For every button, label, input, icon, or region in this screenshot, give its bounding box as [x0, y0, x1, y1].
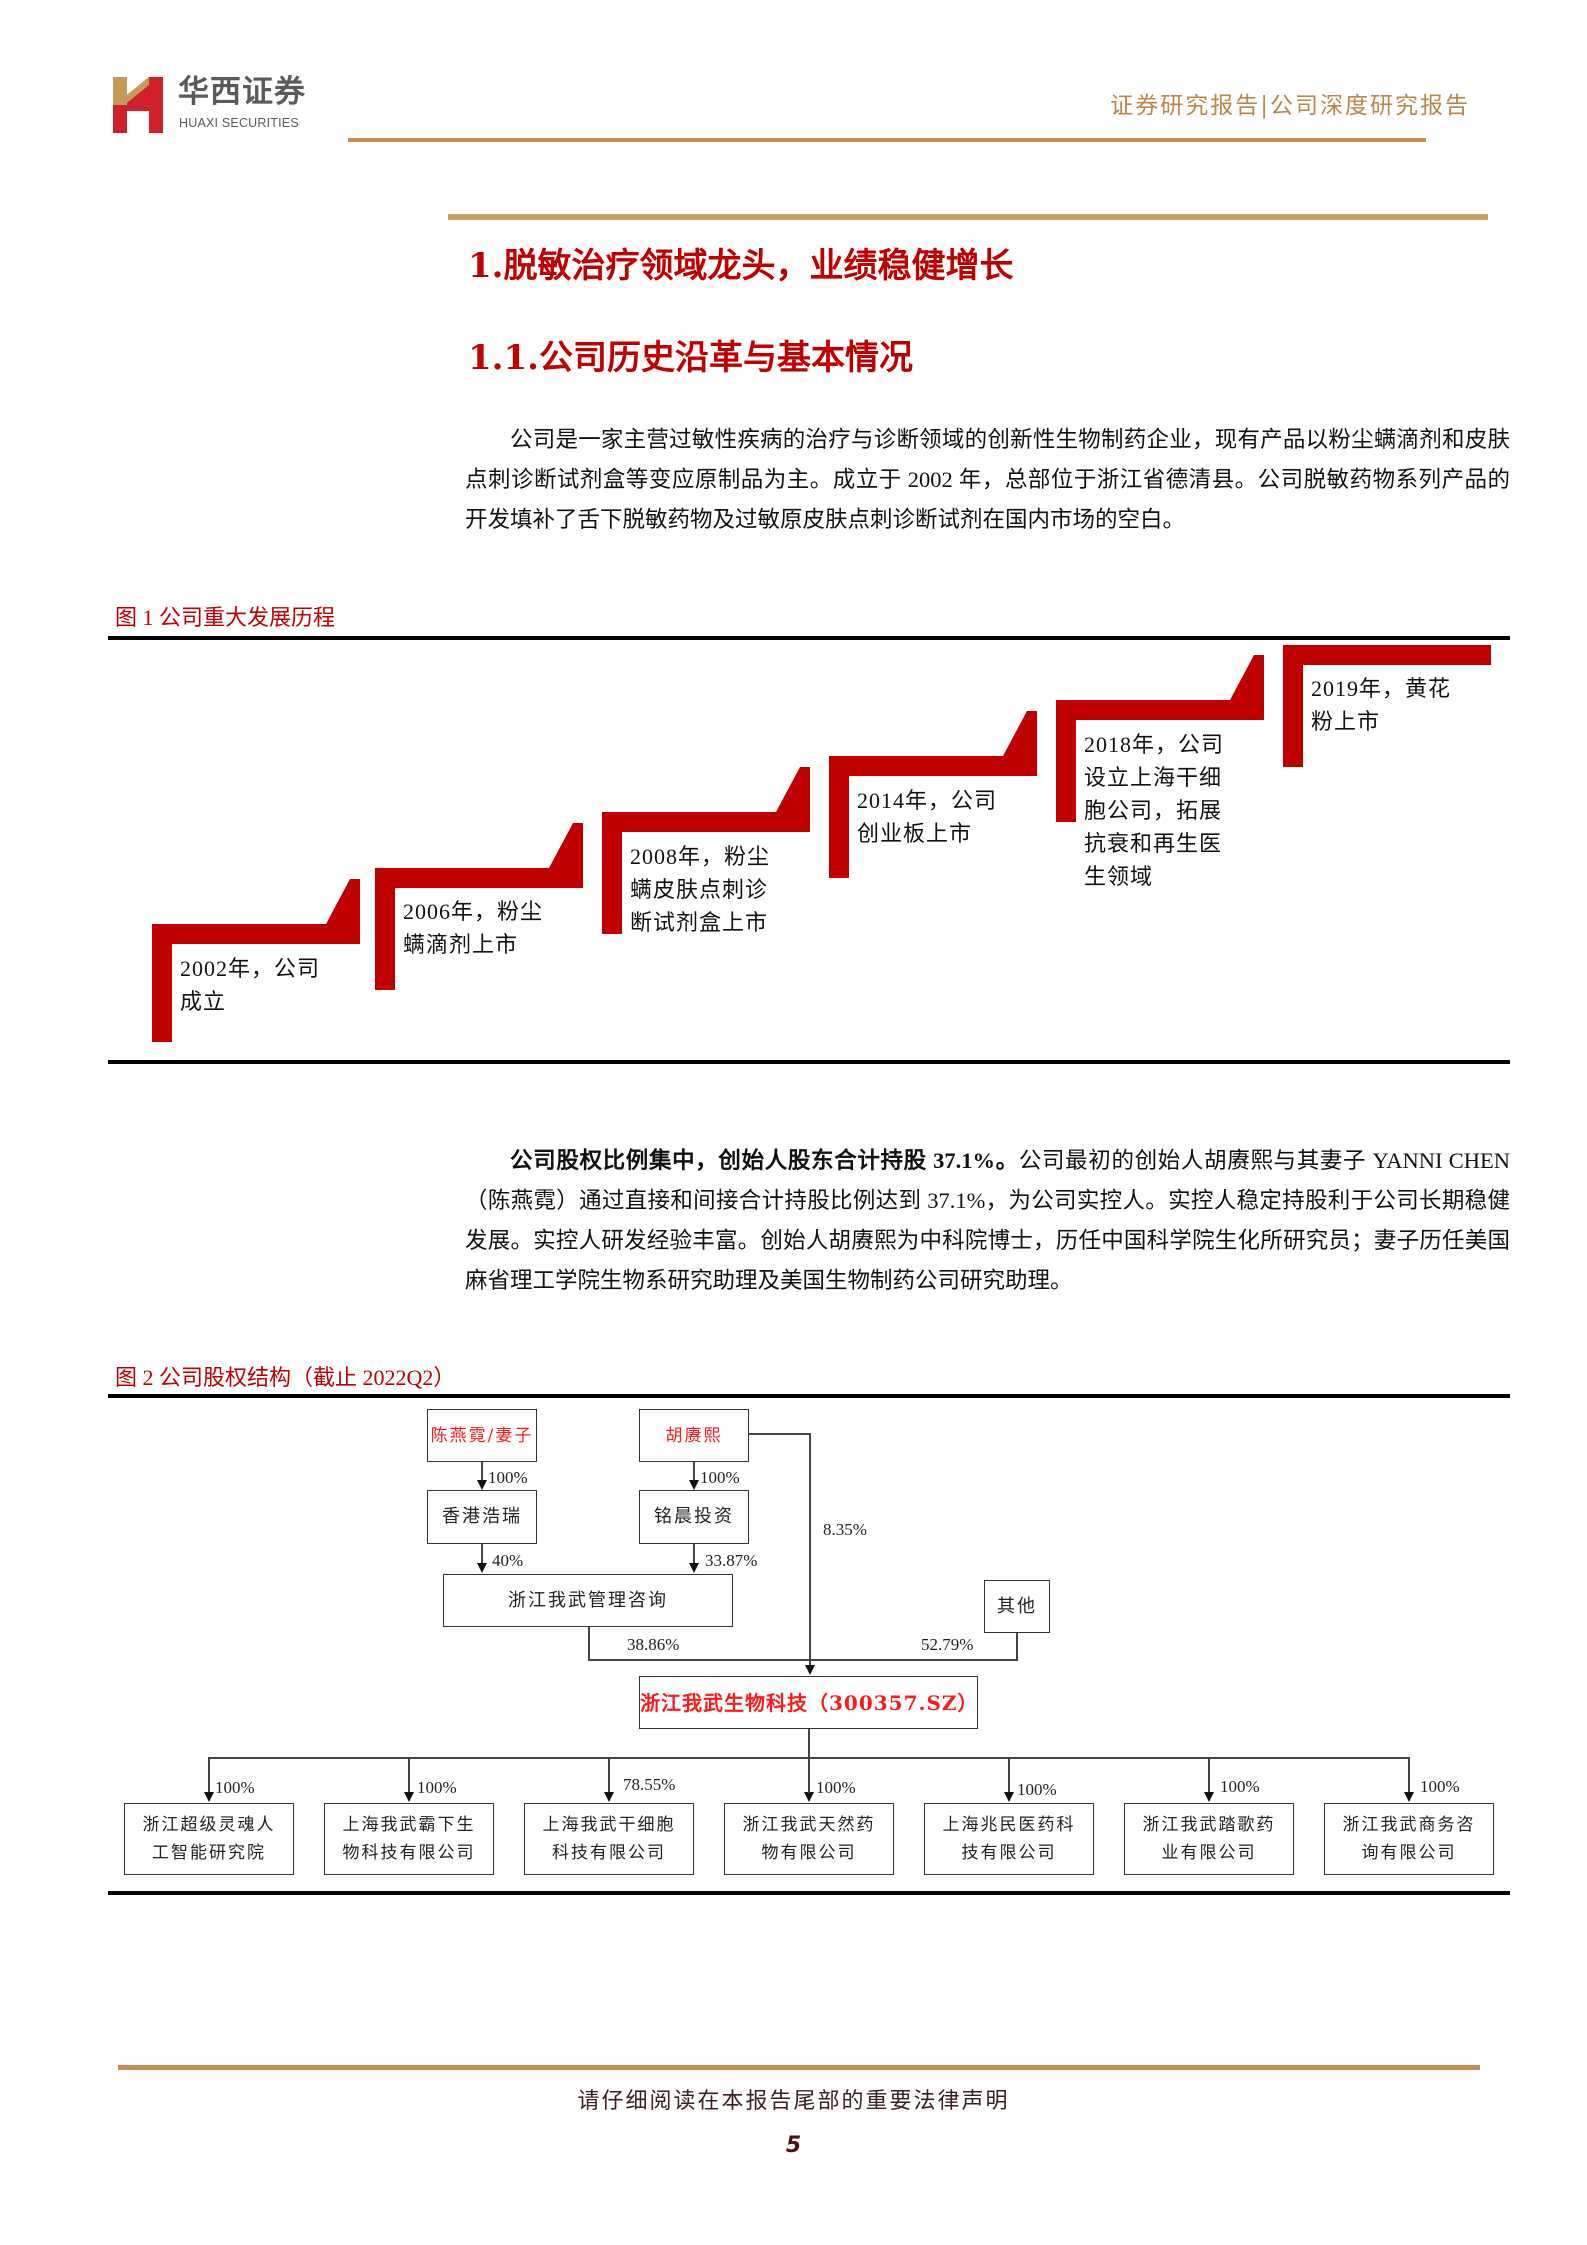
figure-2-top-rule [108, 1394, 1510, 1398]
figure-2-title: 图 2 公司股权结构（截止 2022Q2） [115, 1365, 456, 1390]
arrow-down-icon [604, 1792, 614, 1802]
subsidiary-6-name-line1: 浙江我武商务咨 [1342, 1815, 1476, 1835]
intro-paragraph-text: 公司是一家主营过敏性疾病的治疗与诊断领域的创新性生物制药企业，现有产品以粉尘螨滴… [465, 427, 1510, 532]
subsidiary-2-name-line1: 上海我武干细胞 [542, 1815, 676, 1835]
subsidiary-0-name-line2: 工智能研究院 [152, 1843, 266, 1863]
node-mingchen-investment: 铭晨投资 [639, 1490, 749, 1544]
node-wowu-management: 浙江我武管理咨询 [443, 1574, 733, 1627]
arrow-down-icon [404, 1792, 414, 1802]
subsidiary-2-box: 上海我武干细胞 科技有限公司 [524, 1803, 694, 1875]
arrow-down-icon [477, 1480, 487, 1490]
arrow-down-icon [477, 1563, 487, 1573]
node-main-company: 浙江我武生物科技（300357.SZ） [639, 1676, 978, 1729]
subsidiary-4-name-line2: 技有限公司 [961, 1843, 1057, 1863]
subsidiary-1-box: 上海我武霸下生 物科技有限公司 [324, 1803, 494, 1875]
node-hk-haorui: 香港浩瑞 [427, 1490, 537, 1544]
subsidiary-5-pct: 100% [1220, 1777, 1260, 1796]
milestone-2014-text: 2014年，公司创业板上市 [857, 788, 998, 846]
edge-label-hu-company: 8.35% [823, 1520, 867, 1539]
huaxi-logo-icon [113, 77, 163, 133]
subsidiary-5-box: 浙江我武踏歌药 业有限公司 [1124, 1803, 1294, 1875]
subsidiary-4-name-line1: 上海兆民医药科 [942, 1815, 1076, 1835]
subsidiary-1-name-line2: 物科技有限公司 [342, 1843, 476, 1863]
figure-1-top-rule [108, 636, 1510, 640]
figure-1-bottom-rule [108, 1060, 1510, 1064]
arrow-down-icon [689, 1563, 699, 1573]
node-hu-gengxi: 胡赓熙 [639, 1409, 749, 1462]
edge-label-mingchen-mgmt: 33.87% [705, 1551, 758, 1570]
subsidiary-3-box: 浙江我武天然药 物有限公司 [724, 1803, 894, 1875]
header-divider [348, 138, 1426, 142]
subsidiary-0-box: 浙江超级灵魂人 工智能研究院 [124, 1803, 294, 1875]
edge-label-mgmt-company: 38.86% [627, 1635, 680, 1654]
intro-paragraph: 公司是一家主营过敏性疾病的治疗与诊断领域的创新性生物制药企业，现有产品以粉尘螨滴… [465, 420, 1510, 540]
subsidiary-3-pct: 100% [816, 1778, 856, 1797]
arrow-down-icon [804, 1792, 814, 1802]
ownership-paragraph: 公司股权比例集中，创始人股东合计持股 37.1%。公司最初的创始人胡赓熙与其妻子… [465, 1141, 1510, 1301]
logo-english-name: HUAXI SECURITIES [179, 116, 299, 130]
arrow-down-icon [805, 1665, 815, 1675]
figure-2-bottom-rule [108, 1891, 1510, 1895]
milestone-2019-text: 2019年，黄花粉上市 [1311, 676, 1452, 734]
subsidiary-4-box: 上海兆民医药科 技有限公司 [924, 1803, 1094, 1875]
edge-label-hu-mingchen: 100% [700, 1468, 740, 1487]
footer-divider [118, 2065, 1480, 2070]
subsidiary-6-name-line2: 询有限公司 [1361, 1843, 1457, 1863]
milestone-2006-text: 2006年，粉尘螨滴剂上市 [403, 899, 544, 957]
subsidiary-5-name-line1: 浙江我武踏歌药 [1142, 1815, 1276, 1835]
subsidiary-4-pct: 100% [1017, 1780, 1057, 1799]
arrow-down-icon [1404, 1792, 1414, 1802]
subsidiary-1-pct: 100% [417, 1778, 457, 1797]
page-number: 5 [785, 2133, 802, 2158]
subsidiary-1-name-line1: 上海我武霸下生 [342, 1815, 476, 1835]
subsidiary-0-pct: 100% [215, 1778, 255, 1797]
arrow-down-icon [204, 1792, 214, 1802]
milestone-2018-text: 2018年，公司设立上海干细胞公司，拓展抗衰和再生医生领域 [1084, 732, 1225, 889]
milestone-2002-text: 2002年，公司成立 [180, 956, 321, 1014]
section-divider [448, 214, 1488, 220]
figure-1-title: 图 1 公司重大发展历程 [115, 605, 336, 630]
node-others: 其他 [984, 1580, 1050, 1633]
subsidiary-6-box: 浙江我武商务咨 询有限公司 [1324, 1803, 1494, 1875]
legal-disclaimer: 请仔细阅读在本报告尾部的重要法律声明 [577, 2089, 1010, 2114]
subsidiary-3-name-line1: 浙江我武天然药 [742, 1815, 876, 1835]
arrow-down-icon [1204, 1792, 1214, 1802]
edge-label-others-company: 52.79% [921, 1635, 974, 1654]
arrow-down-icon [689, 1480, 699, 1490]
subsidiary-2-name-line2: 科技有限公司 [552, 1843, 666, 1863]
edge-label-hk-mgmt: 40% [492, 1551, 524, 1570]
section-heading-1: 1.脱敏治疗领域龙头，业绩稳健增长 [468, 246, 1014, 286]
ownership-paragraph-body: 公司最初的创始人胡赓熙与其妻子 YANNI CHEN（陈燕霓）通过直接和间接合计… [465, 1148, 1510, 1293]
subsidiary-3-name-line2: 物有限公司 [761, 1843, 857, 1863]
subsidiary-0-name-line1: 浙江超级灵魂人 [142, 1815, 276, 1835]
section-heading-1-1: 1.1.公司历史沿革与基本情况 [468, 338, 913, 378]
ownership-paragraph-lead: 公司股权比例集中，创始人股东合计持股 37.1%。 [510, 1148, 1019, 1173]
node-chen-yanni: 陈燕霓/妻子 [427, 1409, 537, 1462]
subsidiary-6-pct: 100% [1420, 1777, 1460, 1796]
logo-chinese-name: 华西证券 [178, 74, 306, 110]
milestone-2008-text: 2008年，粉尘螨皮肤点刺诊断试剂盒上市 [630, 844, 771, 935]
subsidiary-5-name-line2: 业有限公司 [1161, 1843, 1257, 1863]
report-type-label: 证券研究报告|公司深度研究报告 [1110, 93, 1470, 119]
edge-label-chen-hk: 100% [488, 1468, 528, 1487]
subsidiary-2-pct: 78.55% [623, 1775, 676, 1794]
arrow-down-icon [1004, 1792, 1014, 1802]
